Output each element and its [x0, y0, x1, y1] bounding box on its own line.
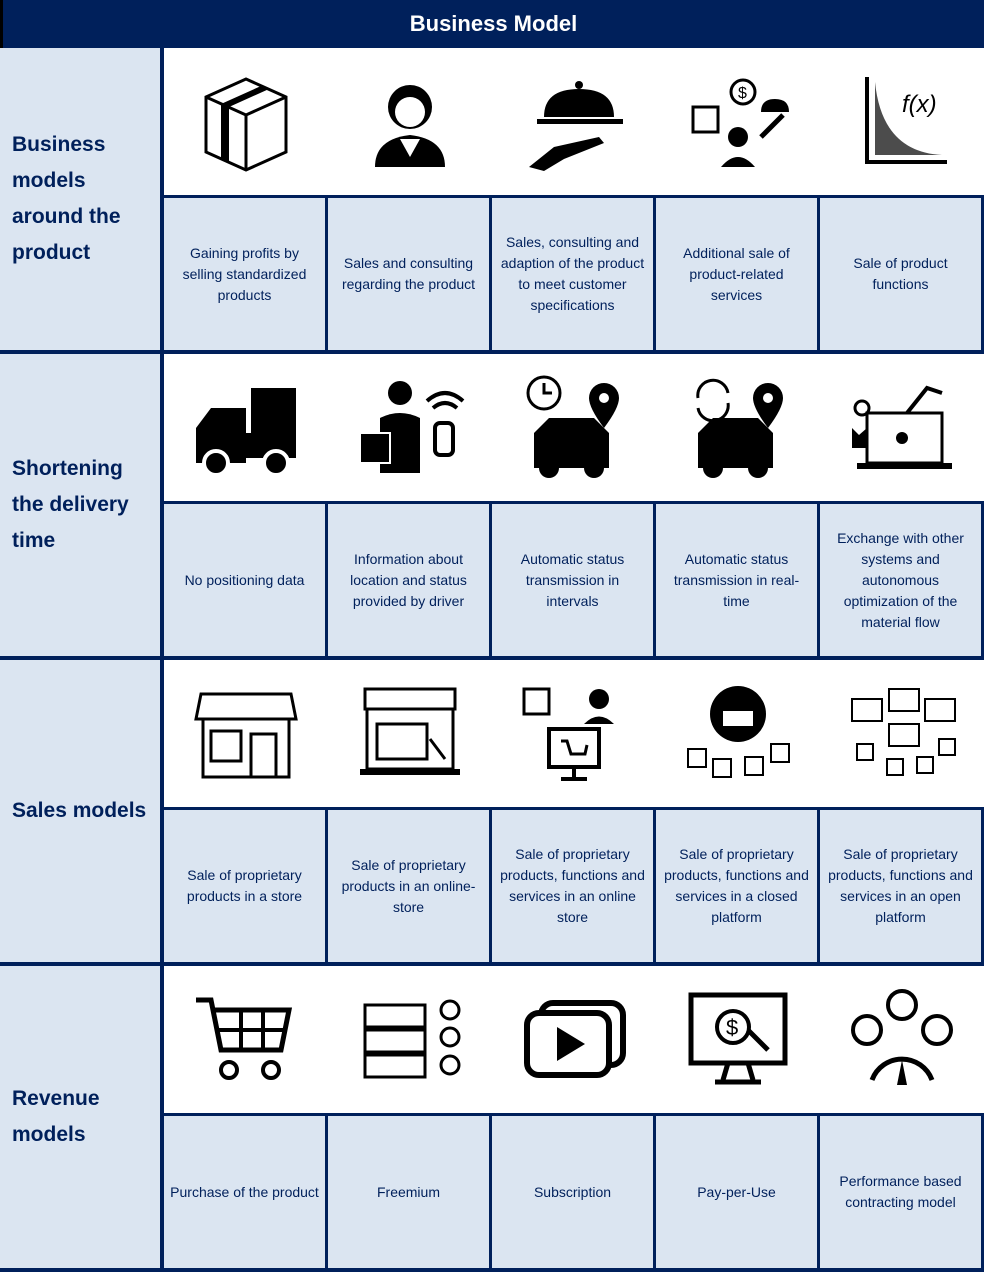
description-cell: Sale of proprietary products in a store	[164, 810, 328, 962]
description-cell: Sales, consulting and adaption of the pr…	[492, 198, 656, 350]
icon-band	[164, 660, 984, 810]
performance-gauge-icon	[820, 966, 984, 1113]
description-cell: Sale of product functions	[820, 198, 984, 350]
icon-band: $ f(x)	[164, 48, 984, 198]
row-label: Business models around the product	[0, 48, 164, 350]
online-shop-service-icon	[492, 660, 656, 807]
page-title: Business Model	[0, 0, 984, 48]
row-label: Revenue models	[0, 966, 164, 1268]
description-cell: Gaining profits by selling standardized …	[164, 198, 328, 350]
description-cell: Freemium	[328, 1116, 492, 1268]
svg-text:$: $	[738, 85, 747, 102]
video-play-icon	[492, 966, 656, 1113]
product-service-icon: $	[656, 48, 820, 195]
description-cell: No positioning data	[164, 504, 328, 656]
description-cell: Sales and consulting regarding the produ…	[328, 198, 492, 350]
pay-per-use-monitor-icon: $	[656, 966, 820, 1113]
function-graph-icon: f(x)	[820, 48, 984, 195]
icon-band	[164, 354, 984, 504]
description-band: Gaining profits by selling standardized …	[164, 198, 984, 350]
courier-phone-icon	[328, 354, 492, 501]
description-cell: Sale of proprietary products in an onlin…	[328, 810, 492, 962]
building-blocks-dollar-icon	[328, 966, 492, 1113]
smart-factory-icon	[820, 354, 984, 501]
truck-realtime-location-icon	[656, 354, 820, 501]
description-cell: Purchase of the product	[164, 1116, 328, 1268]
store-icon	[164, 660, 328, 807]
serving-tray-icon	[492, 48, 656, 195]
description-cell: Performance based contracting model	[820, 1116, 984, 1268]
delivery-truck-icon	[164, 354, 328, 501]
icon-band: $	[164, 966, 984, 1116]
svg-text:$: $	[726, 1015, 738, 1040]
description-cell: Information about location and status pr…	[328, 504, 492, 656]
svg-text:f(x): f(x)	[902, 91, 937, 118]
truck-clock-location-icon	[492, 354, 656, 501]
description-cell: Exchange with other systems and autonomo…	[820, 504, 984, 656]
description-cell: Sale of proprietary products, functions …	[820, 810, 984, 962]
support-agent-icon	[328, 48, 492, 195]
online-store-icon	[328, 660, 492, 807]
shopping-cart-icon	[164, 966, 328, 1113]
description-cell: Sale of proprietary products, functions …	[492, 810, 656, 962]
table-row: Business models around the product $ f(x) G…	[0, 48, 984, 354]
closed-platform-icon	[656, 660, 820, 807]
description-cell: Sale of proprietary products, functions …	[656, 810, 820, 962]
description-cell: Automatic status transmission in interva…	[492, 504, 656, 656]
open-platform-icon	[820, 660, 984, 807]
description-cell: Automatic status transmission in real-ti…	[656, 504, 820, 656]
description-cell: Pay-per-Use	[656, 1116, 820, 1268]
row-label: Sales models	[0, 660, 164, 962]
row-label: Shortening the delivery time	[0, 354, 164, 656]
description-cell: Additional sale of product-related servi…	[656, 198, 820, 350]
description-cell: Subscription	[492, 1116, 656, 1268]
package-box-icon	[164, 48, 328, 195]
